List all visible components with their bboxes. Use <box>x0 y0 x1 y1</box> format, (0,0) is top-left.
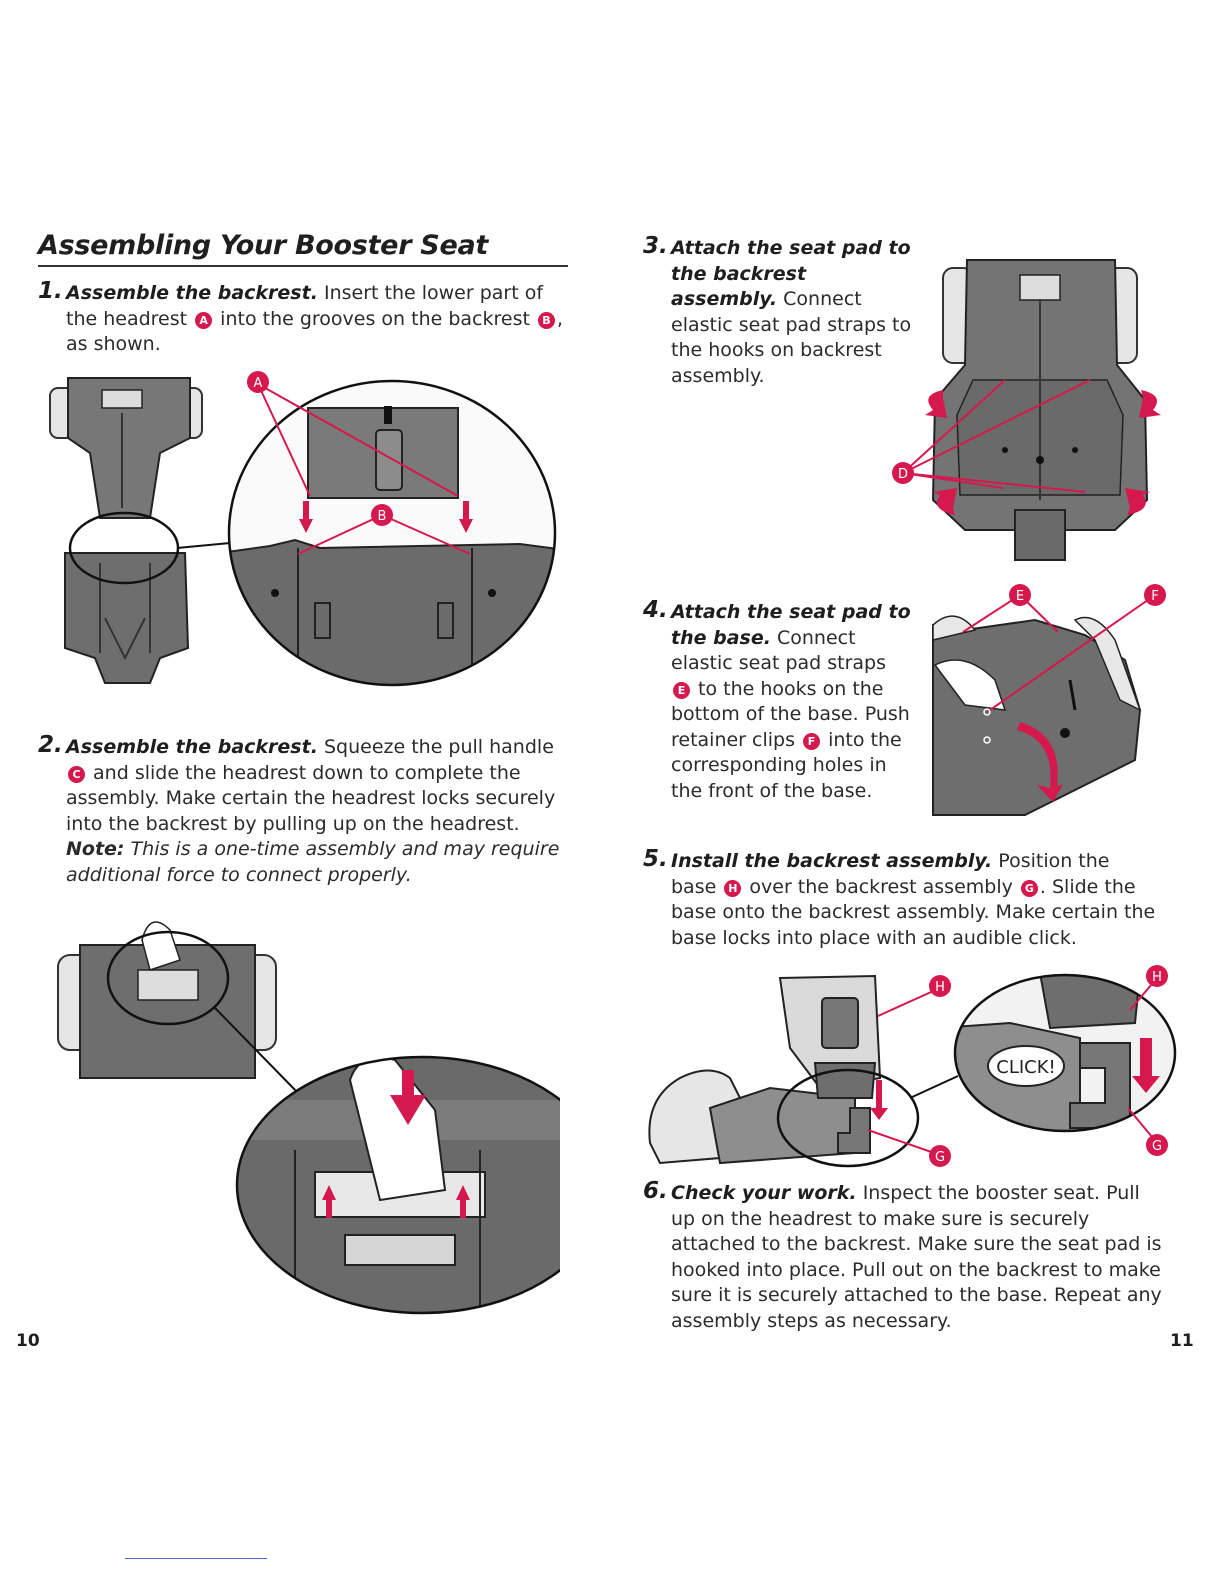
callout-badge: H <box>724 879 742 897</box>
step-text: Position the base <box>671 850 1110 898</box>
step-text: into the corresponding holes in the fron… <box>671 728 902 802</box>
step-text: . Slide the base onto the backrest assem… <box>671 875 1156 949</box>
push-arrow <box>1017 722 1063 802</box>
step-lead: Assemble the backrest. <box>66 282 318 304</box>
booster-top-illustration <box>57 921 277 1079</box>
step-number: 2. <box>38 732 63 758</box>
callout-f-label: F <box>1151 589 1158 604</box>
step-text: Connect elastic seat pad straps to the h… <box>671 288 912 387</box>
callout-h-badge <box>1146 965 1168 987</box>
callout-b-label: B <box>378 509 387 524</box>
backrest-illustration <box>64 552 190 684</box>
callout-f-badge <box>1144 584 1166 606</box>
step-2: 2. Assemble the backrest. Squeeze the pu… <box>38 732 563 888</box>
callout-badge: C <box>68 765 85 783</box>
note-lead: Note: <box>66 838 125 860</box>
page-number-right: 11 <box>1170 1331 1194 1351</box>
step-4: 4. Attach the seat pad to the base. Conn… <box>643 597 913 804</box>
step-text: Connect elastic seat pad straps <box>671 626 887 675</box>
figure-seat-pad-base: E F <box>932 584 1166 816</box>
seat-pad-strap-arrows <box>925 390 1161 515</box>
base-illustration <box>932 615 1142 816</box>
step-text: to the hooks on the bottom of the base. … <box>671 677 910 751</box>
step-number: 1. <box>38 278 63 304</box>
callout-a-label: A <box>254 376 263 391</box>
step-6: 6. Check your work. Inspect the booster … <box>643 1178 1163 1334</box>
callout-badge: A <box>195 311 213 329</box>
step-5: 5. Install the backrest assembly. Positi… <box>643 846 1158 951</box>
callout-badge: B <box>537 311 555 329</box>
step-text: Inspect the booster seat. Pull up on the… <box>671 1182 1162 1332</box>
note-text: This is a one-time assembly and may requ… <box>66 838 560 886</box>
step-number: 6. <box>643 1178 668 1204</box>
step-number: 4. <box>643 597 668 623</box>
step-text: into the grooves on the backrest <box>214 307 536 330</box>
page-number-left: 10 <box>16 1331 40 1351</box>
click-label: CLICK! <box>996 1057 1056 1078</box>
click-bubble <box>987 1045 1065 1087</box>
insert-arrows <box>299 501 473 533</box>
figure-install-backrest: CLICK! H H G G <box>648 965 1177 1168</box>
callout-badge: F <box>803 732 821 750</box>
step-number: 3. <box>643 233 668 259</box>
callout-d-badge <box>892 462 914 484</box>
booster-front-illustration <box>931 259 1149 561</box>
step-lead: Install the backrest assembly. <box>671 850 993 872</box>
booster-side-illustration <box>648 974 882 1165</box>
step-3: 3. Attach the seat pad to the backrest a… <box>643 233 913 389</box>
step-text: Squeeze the pull handle <box>317 736 554 758</box>
pull-arrows <box>322 1070 470 1218</box>
callout-h-badge <box>929 975 951 997</box>
step-lead: Check your work. <box>671 1182 857 1204</box>
step-number: 5. <box>643 846 668 872</box>
page-title: Assembling Your Booster Seat <box>38 230 568 267</box>
callout-d-label: D <box>898 467 908 482</box>
bottom-rule <box>125 1558 267 1559</box>
callout-g-badge <box>929 1145 951 1167</box>
step-lead: Attach the seat pad to the backrest asse… <box>671 237 911 310</box>
figure-headrest-insert: A B <box>49 371 557 687</box>
slide-arrows <box>870 1038 1160 1120</box>
step-text: and slide the headrest down to complete … <box>66 761 556 835</box>
callout-h-label: H <box>935 980 945 995</box>
callout-badge: G <box>1020 879 1038 897</box>
callout-a-badge <box>247 371 269 393</box>
callout-badge: E <box>673 681 690 699</box>
callout-h-label: H <box>1152 970 1162 985</box>
figure-pull-handle <box>57 921 560 1315</box>
headrest-illustration <box>49 377 203 519</box>
callout-g-label: G <box>1152 1139 1162 1154</box>
step-text: Insert the lower part of the headrest <box>66 282 544 330</box>
figure-seat-pad-backrest: D <box>892 259 1161 561</box>
step-text: over the backrest assembly <box>743 875 1019 898</box>
step-1: 1. Assemble the backrest. Insert the low… <box>38 278 564 358</box>
step-lead: Attach the seat pad to the base. <box>671 601 911 649</box>
callout-g-badge <box>1146 1134 1168 1156</box>
callout-e-badge <box>1009 584 1031 606</box>
step-text: , as shown. <box>66 307 564 356</box>
callout-g-label: G <box>935 1150 945 1165</box>
callout-e-label: E <box>1016 589 1024 604</box>
step-lead: Assemble the backrest. <box>66 736 318 758</box>
callout-b-badge <box>371 504 393 526</box>
